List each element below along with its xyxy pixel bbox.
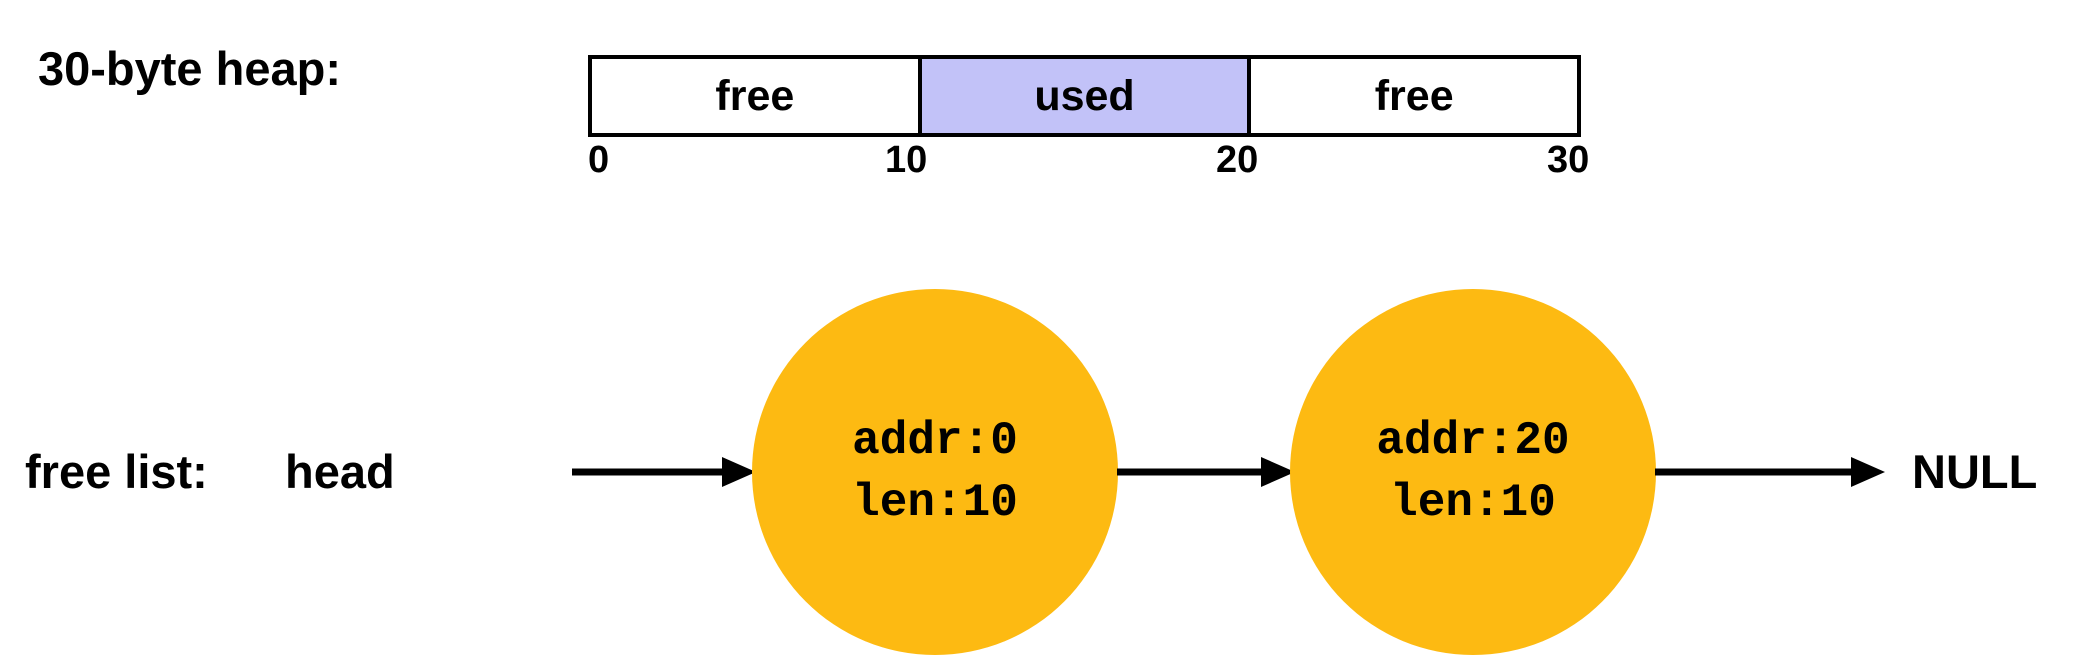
free-list-node-0: addr:0 len:10 — [752, 289, 1118, 655]
heap-tick-10: 10 — [885, 139, 928, 181]
heap-segment-free-0: free — [592, 59, 918, 133]
node-0-addr: addr:0 — [852, 414, 1018, 467]
node-1-addr: addr:20 — [1376, 414, 1570, 467]
node-0-len: len:10 — [852, 477, 1018, 529]
heap-tick-0: 0 — [588, 139, 610, 181]
arrow-node-1-to-null — [1653, 452, 1885, 492]
heap-ruler: 0 10 20 30 — [588, 139, 1589, 185]
heap-segment-free-1: free — [1247, 59, 1578, 133]
node-1-len: len:10 — [1390, 477, 1556, 529]
free-list-head-label: head — [285, 445, 395, 498]
free-list-node-1: addr:20 len:10 — [1290, 289, 1656, 655]
free-list-row-label: free list: — [25, 445, 208, 498]
arrow-head-to-node-0 — [570, 452, 756, 492]
heap-segment-used: used — [917, 59, 1248, 133]
heap-tick-20: 20 — [1216, 139, 1259, 181]
free-list-null-label: NULL — [1912, 445, 2038, 498]
heap-row-label: 30-byte heap: — [38, 42, 341, 95]
heap-bar: free used free — [588, 55, 1581, 137]
heap-tick-30: 30 — [1547, 139, 1590, 181]
arrow-node-0-to-node-1 — [1115, 452, 1295, 492]
